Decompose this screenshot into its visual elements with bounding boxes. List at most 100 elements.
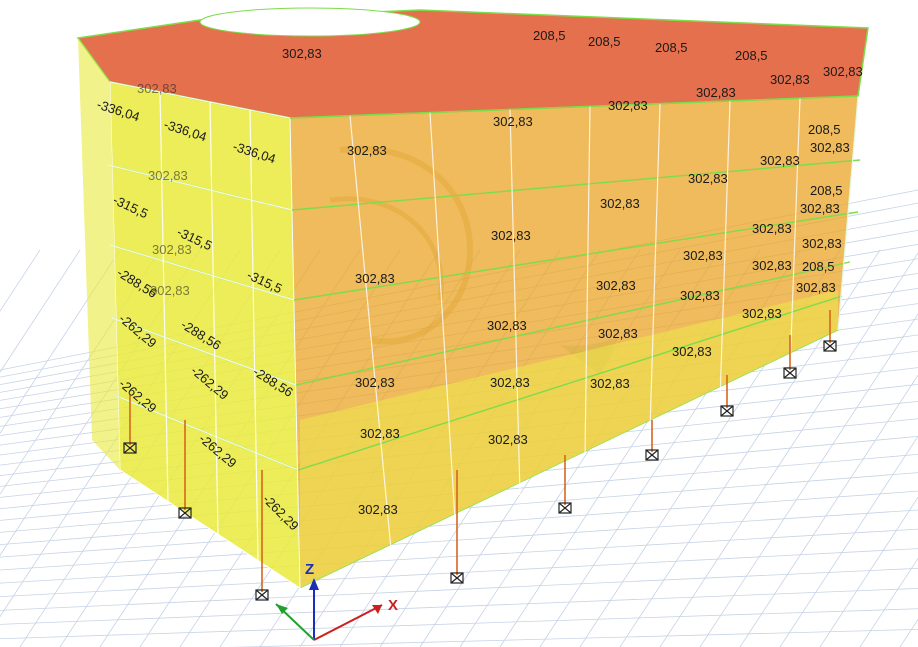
front-faint-label: 302,83 bbox=[148, 168, 188, 183]
side-label: 302,83 bbox=[487, 318, 527, 333]
side-label: 302,83 bbox=[596, 278, 636, 293]
grid-line bbox=[0, 567, 918, 611]
ground-columns bbox=[129, 310, 831, 592]
side-label: 302,83 bbox=[672, 344, 712, 359]
grid-line bbox=[0, 509, 918, 571]
x-axis-arrow bbox=[313, 604, 383, 641]
side-label: 302,83 bbox=[752, 221, 792, 236]
side-label: 302,83 bbox=[823, 64, 863, 79]
side-label: 302,83 bbox=[358, 502, 398, 517]
support-cross bbox=[255, 589, 269, 601]
side-label: 302,83 bbox=[347, 143, 387, 158]
x-axis-label: X bbox=[388, 597, 398, 614]
roof-label: 208,5 bbox=[533, 28, 566, 43]
side-label: 302,83 bbox=[491, 228, 531, 243]
z-axis-arrowhead bbox=[309, 578, 319, 590]
roof-label: 208,5 bbox=[802, 259, 835, 274]
grid-line bbox=[699, 313, 918, 647]
grid-line bbox=[229, 629, 918, 647]
side-label: 302,83 bbox=[802, 236, 842, 251]
support-box bbox=[558, 502, 572, 514]
side-label: 302,83 bbox=[760, 153, 800, 168]
side-label: 302,83 bbox=[688, 171, 728, 186]
roof-label: 208,5 bbox=[810, 183, 843, 198]
side-label: 302,83 bbox=[683, 248, 723, 263]
side-label: 302,83 bbox=[810, 140, 850, 155]
support-cross bbox=[123, 442, 137, 454]
side-grid-line bbox=[789, 98, 801, 371]
grid-line bbox=[0, 490, 918, 558]
side-grid-line bbox=[584, 106, 591, 456]
front-faint-label: 302,83 bbox=[137, 81, 177, 96]
grid-line bbox=[819, 496, 918, 647]
grid-line bbox=[899, 618, 918, 647]
roof-labels: 208,5 208,5 208,5 208,5 208,5 208,5 208,… bbox=[533, 28, 843, 274]
support-box bbox=[123, 442, 137, 454]
grid-line bbox=[0, 249, 121, 434]
side-grid-line bbox=[837, 96, 859, 331]
side-label: 302,83 bbox=[600, 196, 640, 211]
front-facade-left-strip bbox=[78, 38, 120, 470]
roof-label: 208,5 bbox=[588, 34, 621, 49]
side-label: 302,83 bbox=[608, 98, 648, 113]
z-axis-label: Z bbox=[305, 561, 314, 578]
grid-line bbox=[0, 588, 918, 625]
grid-line bbox=[859, 557, 918, 647]
side-label: 302,83 bbox=[490, 375, 530, 390]
front-faint-label: 302,83 bbox=[150, 283, 190, 298]
side-label: 302,83 bbox=[355, 375, 395, 390]
side-grid-line bbox=[719, 101, 731, 401]
grid-line bbox=[0, 249, 41, 312]
side-label: 302,83 bbox=[493, 114, 533, 129]
side-label: 302,83 bbox=[800, 201, 840, 216]
side-label: 302,83 bbox=[590, 376, 630, 391]
side-grid-lines bbox=[349, 96, 859, 561]
side-label: 302,83 bbox=[796, 280, 836, 295]
pin-support-icon bbox=[783, 367, 797, 379]
pin-supports bbox=[123, 340, 837, 601]
side-face-labels: 302,83 302,83 302,83 302,83 302,83 302,8… bbox=[282, 46, 863, 517]
grid-line bbox=[0, 608, 918, 640]
support-box bbox=[450, 572, 464, 584]
support-cross bbox=[558, 502, 572, 514]
front-grid-lines bbox=[107, 81, 299, 563]
support-box bbox=[720, 405, 734, 417]
support-cross bbox=[450, 572, 464, 584]
pin-support-icon bbox=[720, 405, 734, 417]
axis-triad: X Z bbox=[275, 561, 398, 641]
front-faint-labels: 302,83 302,83 302,83 302,83 bbox=[137, 81, 192, 298]
side-grid-line bbox=[429, 112, 456, 521]
pin-support-icon bbox=[450, 572, 464, 584]
side-label: 302,83 bbox=[742, 306, 782, 321]
roof-label: 208,5 bbox=[808, 122, 841, 137]
roof-label: 208,5 bbox=[655, 40, 688, 55]
support-box bbox=[783, 367, 797, 379]
support-cross bbox=[645, 449, 659, 461]
support-cross bbox=[178, 507, 192, 519]
support-box bbox=[823, 340, 837, 352]
side-grid-line bbox=[509, 109, 521, 496]
roof-label: 208,5 bbox=[735, 48, 768, 63]
side-label: 302,83 bbox=[696, 85, 736, 100]
pin-support-icon bbox=[645, 449, 659, 461]
roof-opening bbox=[199, 7, 421, 37]
side-label: 302,83 bbox=[488, 432, 528, 447]
grid-line bbox=[739, 374, 918, 647]
support-cross bbox=[720, 405, 734, 417]
pin-support-icon bbox=[558, 502, 572, 514]
front-faint-label: 302,83 bbox=[152, 242, 192, 257]
pin-support-icon bbox=[823, 340, 837, 352]
side-grid-line bbox=[349, 115, 393, 561]
pin-support-icon bbox=[178, 507, 192, 519]
support-box bbox=[645, 449, 659, 461]
side-label: 302,83 bbox=[752, 258, 792, 273]
x-axis-arrowhead bbox=[372, 605, 382, 614]
grid-line bbox=[0, 528, 918, 584]
side-label: 302,83 bbox=[355, 271, 395, 286]
side-label: 302,83 bbox=[598, 326, 638, 341]
side-label: 302,83 bbox=[360, 426, 400, 441]
side-label: 302,83 bbox=[680, 288, 720, 303]
support-box bbox=[255, 589, 269, 601]
